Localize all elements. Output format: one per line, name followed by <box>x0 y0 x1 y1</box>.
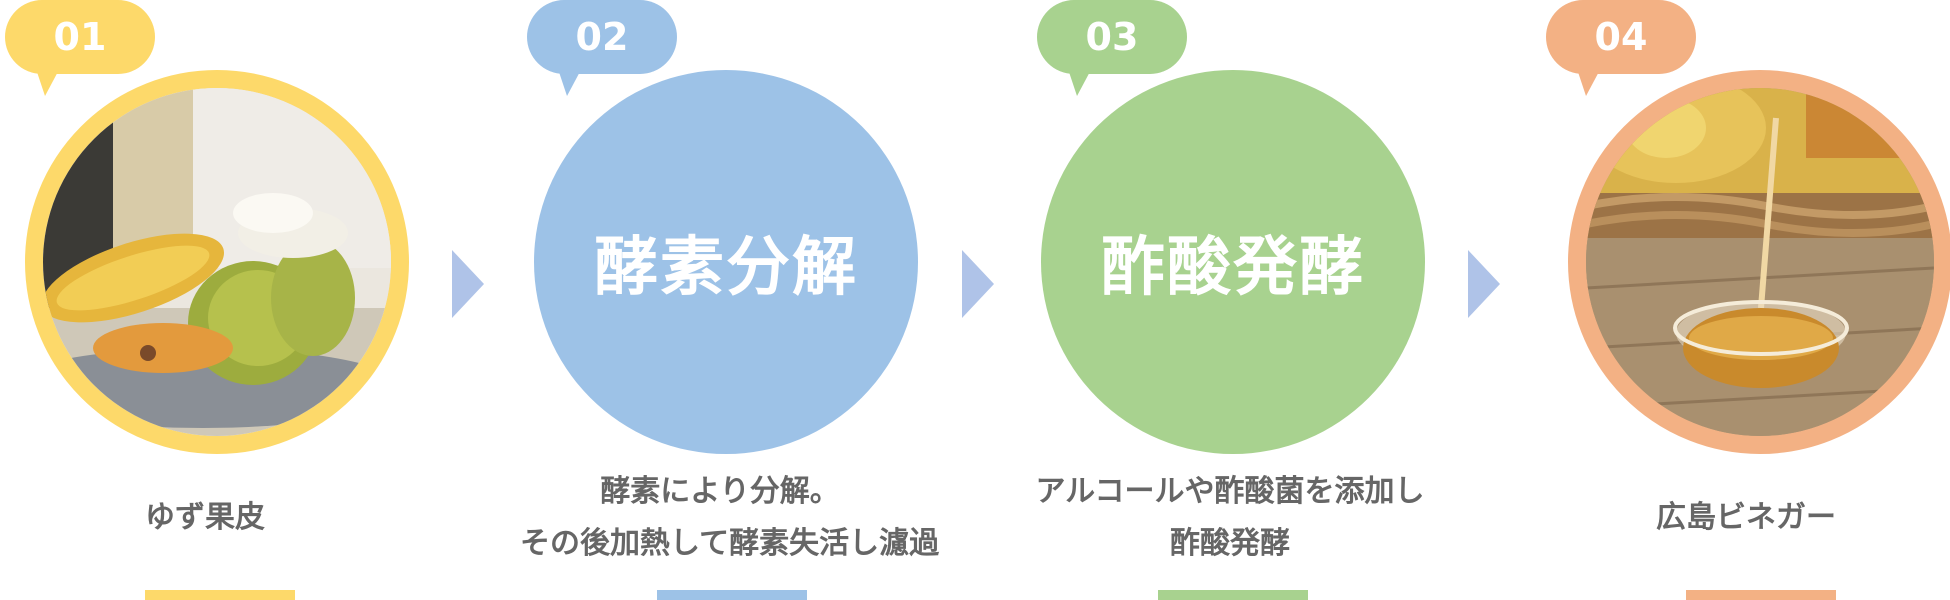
chevron-right-icon <box>452 250 484 318</box>
step-number: 04 <box>1594 15 1648 59</box>
step-number-badge: 02 <box>527 0 677 96</box>
step-number-badge: 03 <box>1037 0 1187 96</box>
badge-tail <box>557 66 583 96</box>
step-color-bar <box>145 590 295 600</box>
vinegar-pouring-photo <box>1586 88 1934 436</box>
yuzu-peel-photo <box>43 88 391 436</box>
process-step-3: 03 酢酸発酵 アルコールや酢酸菌を添加し 酢酸発酵 <box>1030 0 1430 600</box>
step-caption: ゆず果皮 <box>5 492 405 544</box>
step-circle: 酢酸発酵 <box>1041 70 1425 454</box>
caption-line-1: 酵素により分解。 <box>600 474 840 509</box>
badge-tail <box>1067 66 1093 96</box>
step-caption: 酵素により分解。 その後加熱して酵素失活し濾過 <box>520 466 940 570</box>
process-step-4: 04 広島ビネガー <box>1546 0 1950 600</box>
badge-tail <box>1576 66 1602 96</box>
caption-line-1: ゆず果皮 <box>145 500 265 535</box>
step-number: 02 <box>575 15 629 59</box>
vinegar-photo-circle <box>1568 70 1950 454</box>
step-number: 03 <box>1085 15 1139 59</box>
step-caption: アルコールや酢酸菌を添加し 酢酸発酵 <box>1030 466 1430 570</box>
chevron-right-icon <box>1468 250 1500 318</box>
step-circle: 酵素分解 <box>534 70 918 454</box>
step-caption: 広島ビネガー <box>1546 492 1946 544</box>
caption-line-2: その後加熱して酵素失活し濾過 <box>520 526 940 561</box>
process-step-2: 02 酵素分解 酵素により分解。 その後加熱して酵素失活し濾過 <box>520 0 940 600</box>
caption-line-1: アルコールや酢酸菌を添加し <box>1035 474 1425 509</box>
step-number: 01 <box>53 15 107 59</box>
step-color-bar <box>1158 590 1308 600</box>
step-number-badge: 04 <box>1546 0 1696 96</box>
circle-title: 酵素分解 <box>594 231 858 305</box>
process-step-1: 01 ゆず果皮 <box>5 0 409 600</box>
step-number-badge: 01 <box>5 0 155 96</box>
caption-line-2: 酢酸発酵 <box>1170 526 1290 561</box>
step-color-bar <box>657 590 807 600</box>
step-color-bar <box>1686 590 1836 600</box>
badge-tail <box>35 66 61 96</box>
circle-title: 酢酸発酵 <box>1101 231 1365 305</box>
yuzu-peel-photo-circle <box>25 70 409 454</box>
chevron-right-icon <box>962 250 994 318</box>
caption-line-1: 広島ビネガー <box>1656 500 1836 535</box>
